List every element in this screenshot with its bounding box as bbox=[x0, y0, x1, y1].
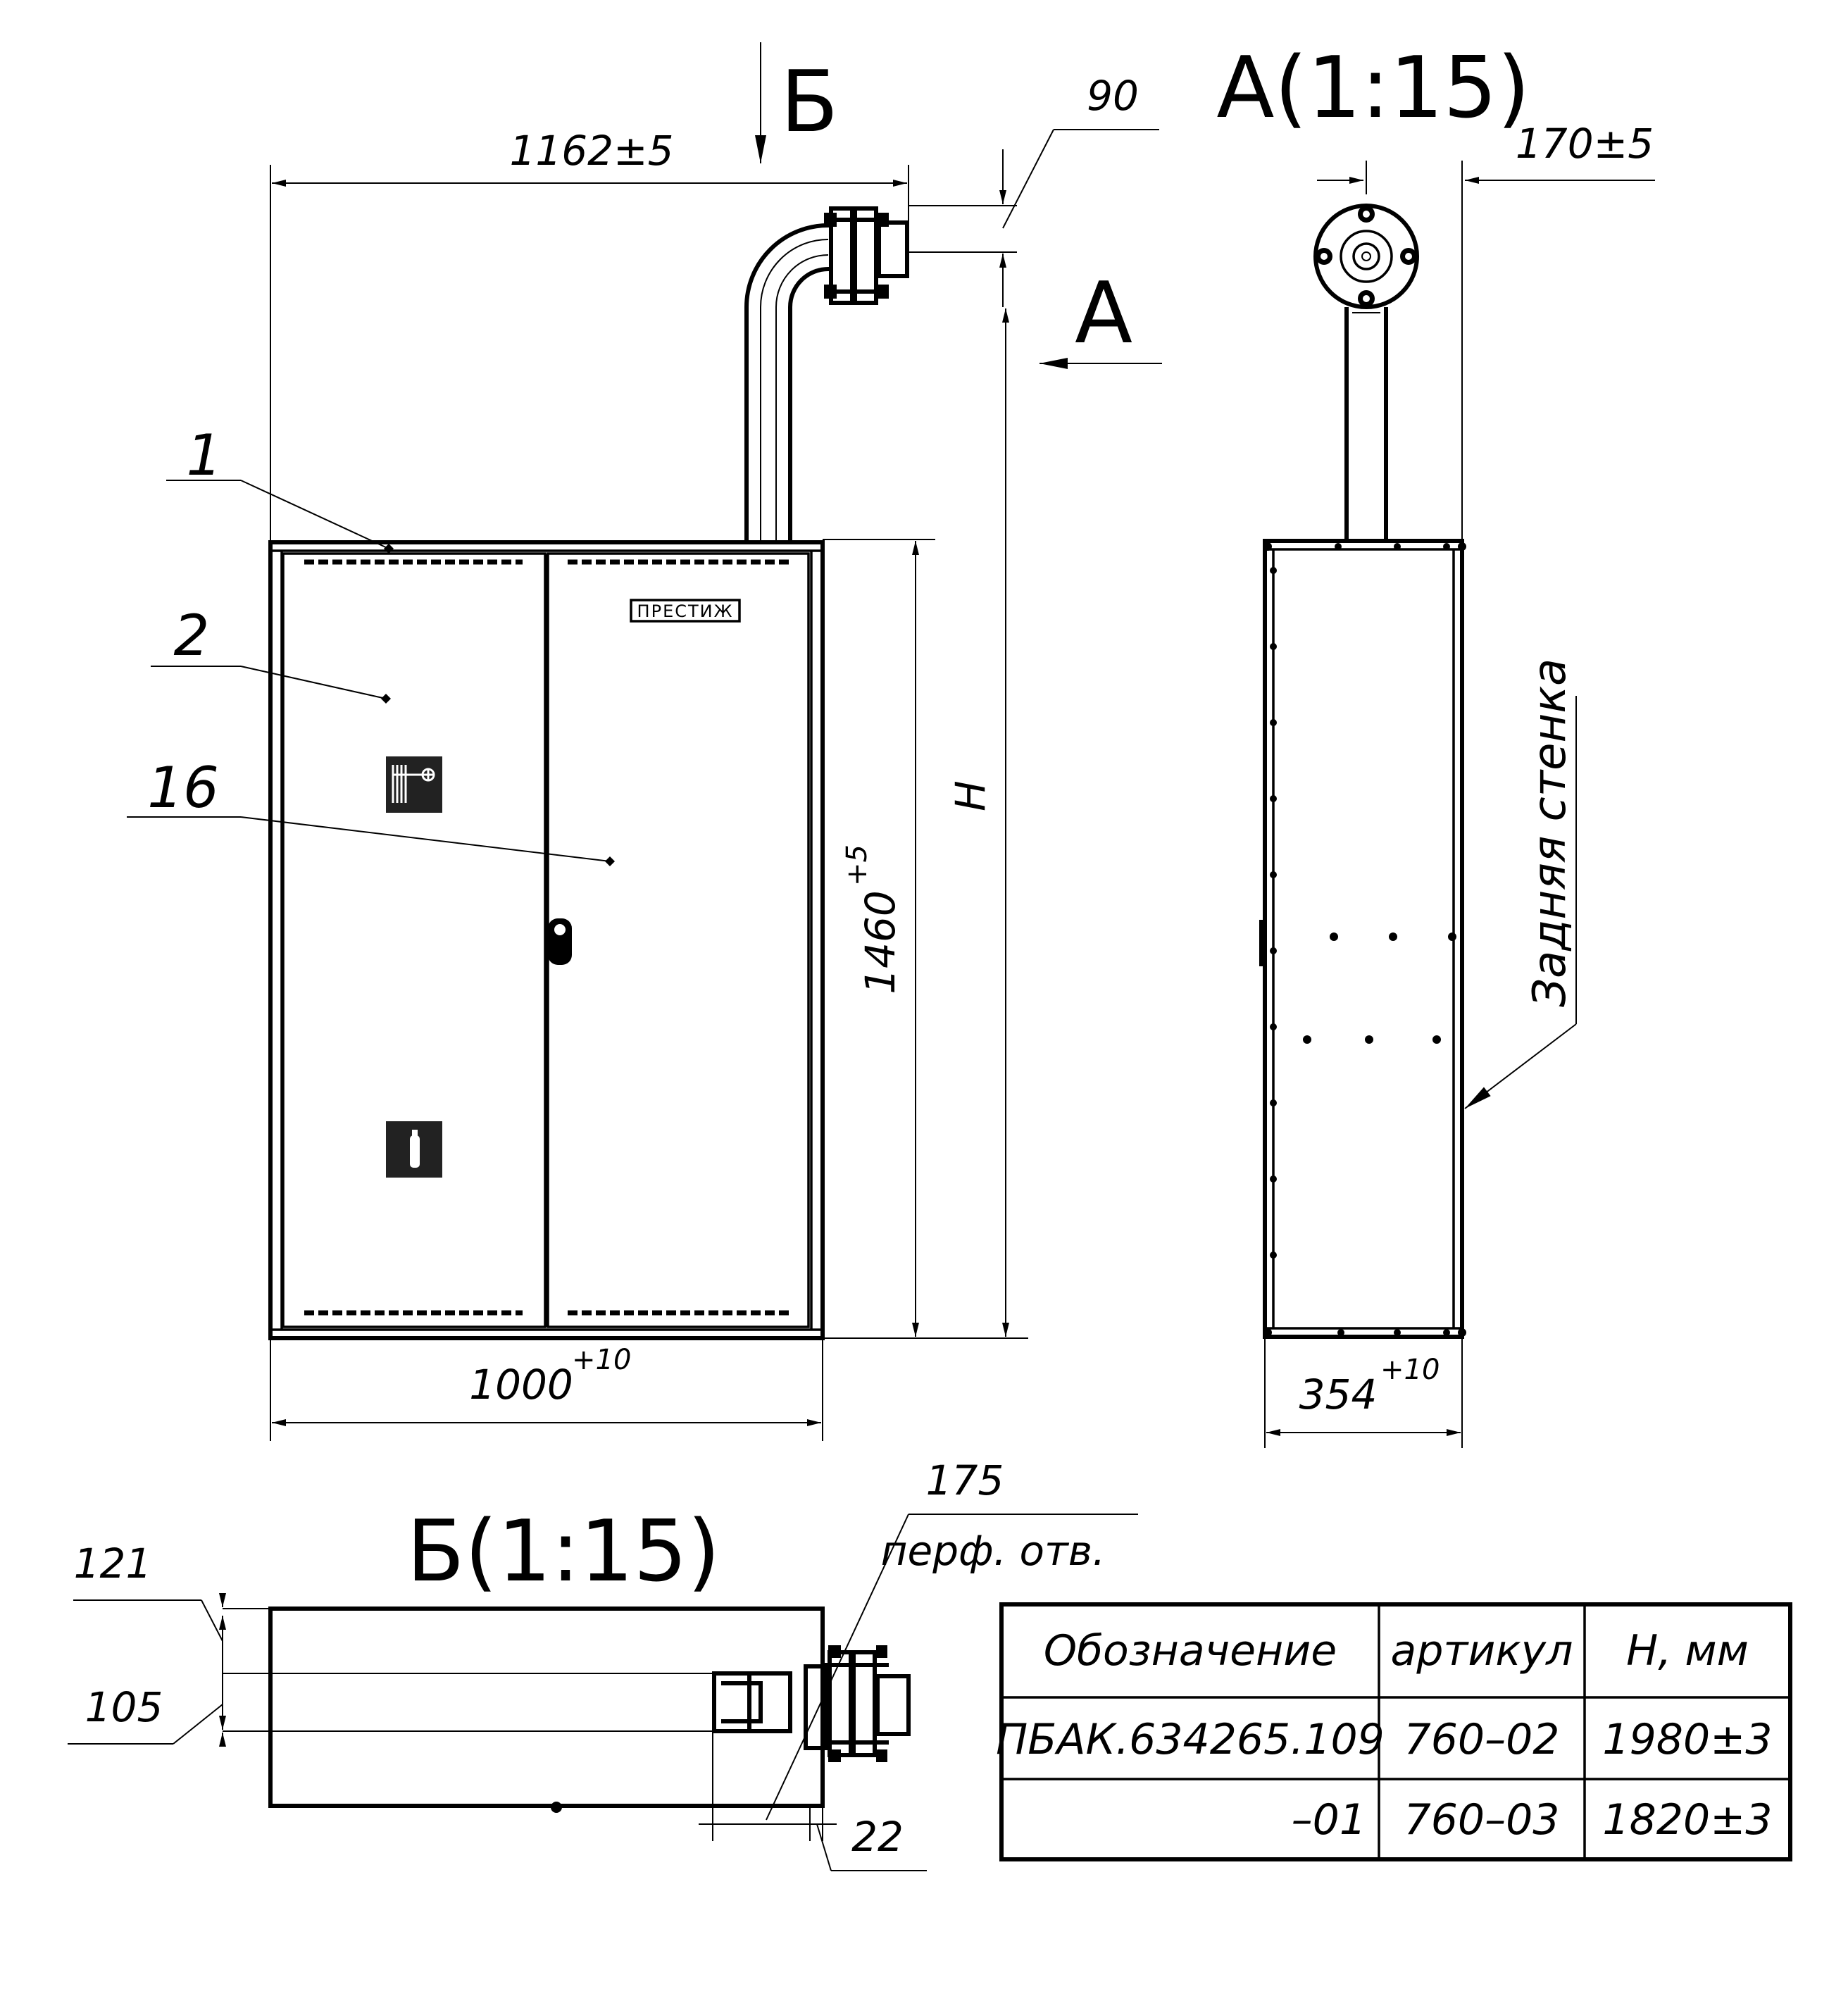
pipe-flange bbox=[824, 206, 909, 305]
hose-reel-sign bbox=[386, 756, 442, 813]
table-cell: 760–03 bbox=[1404, 1795, 1560, 1845]
table-cell: 1820±3 bbox=[1602, 1795, 1772, 1845]
table-cell: 760–02 bbox=[1404, 1715, 1560, 1764]
brand-plate-text: ПРЕСТИЖ bbox=[637, 601, 734, 621]
inlet-pipe bbox=[744, 223, 831, 542]
dim-side-depth-top: 170±5 bbox=[1516, 120, 1654, 168]
dim-22: 22 bbox=[851, 1813, 904, 1861]
dim-121: 121 bbox=[74, 1540, 152, 1587]
side-view-a: А(1:15) 170±5 bbox=[1216, 39, 1655, 1448]
dim-side-depth-tol: +10 bbox=[1380, 1354, 1440, 1386]
view-a-arrow-label: А bbox=[1075, 265, 1132, 363]
door-lock bbox=[548, 918, 572, 965]
table-cell: ПБАК.634265.109 bbox=[996, 1715, 1385, 1764]
table-header-article: артикул bbox=[1391, 1626, 1573, 1676]
right-door bbox=[547, 552, 810, 1328]
table-header-designation: Обозначение bbox=[1044, 1626, 1337, 1676]
cabinet-body bbox=[268, 540, 825, 1340]
flange-face bbox=[1313, 204, 1419, 309]
extinguisher-icon bbox=[410, 1130, 420, 1168]
top-body bbox=[268, 1607, 825, 1808]
rear-wall-label: Задняя стенка bbox=[1524, 659, 1576, 1007]
view-b-title: Б(1:15) bbox=[406, 1503, 720, 1601]
perf-holes-label: перф. отв. bbox=[881, 1527, 1106, 1575]
table-cell: 1980±3 bbox=[1602, 1715, 1772, 1764]
view-a-title: А(1:15) bbox=[1216, 39, 1530, 137]
hose-reel-icon bbox=[392, 765, 435, 803]
variants-table: Обозначение артикул Н, мм ПБАК.634265.10… bbox=[996, 1602, 1792, 1861]
dim-height-variable: H bbox=[947, 780, 994, 811]
top-flange bbox=[712, 1645, 911, 1762]
view-b-arrow-label: Б bbox=[780, 54, 838, 151]
brand-plate bbox=[630, 599, 741, 623]
front-view: ПРЕСТИЖ bbox=[268, 206, 909, 1340]
top-view-b: Б(1:15) 121 105 bbox=[68, 1456, 1138, 1871]
dim-perf-count: 175 bbox=[926, 1456, 1004, 1504]
dim-body-width: 1000 bbox=[469, 1361, 573, 1409]
dim-flange-offset: 90 bbox=[1087, 72, 1139, 120]
side-body bbox=[1263, 539, 1464, 1339]
dim-body-height-tol: +5 bbox=[841, 844, 873, 886]
front-dimensions: 1162±5 90 Б А 1460 +5 H 1000 +10 1 bbox=[127, 42, 1162, 1441]
callout-2: 2 bbox=[174, 603, 210, 668]
table-header-height: Н, мм bbox=[1626, 1626, 1749, 1676]
table-cell: –01 bbox=[1292, 1795, 1366, 1845]
dim-body-width-tol: +10 bbox=[572, 1344, 631, 1376]
callout-16: 16 bbox=[147, 755, 219, 821]
dim-body-height: 1460 bbox=[856, 890, 904, 994]
callout-1: 1 bbox=[187, 423, 223, 488]
left-door bbox=[282, 552, 547, 1328]
dim-105: 105 bbox=[85, 1683, 163, 1731]
dim-side-depth: 354 bbox=[1299, 1371, 1378, 1418]
dim-overall-width: 1162±5 bbox=[509, 127, 673, 175]
